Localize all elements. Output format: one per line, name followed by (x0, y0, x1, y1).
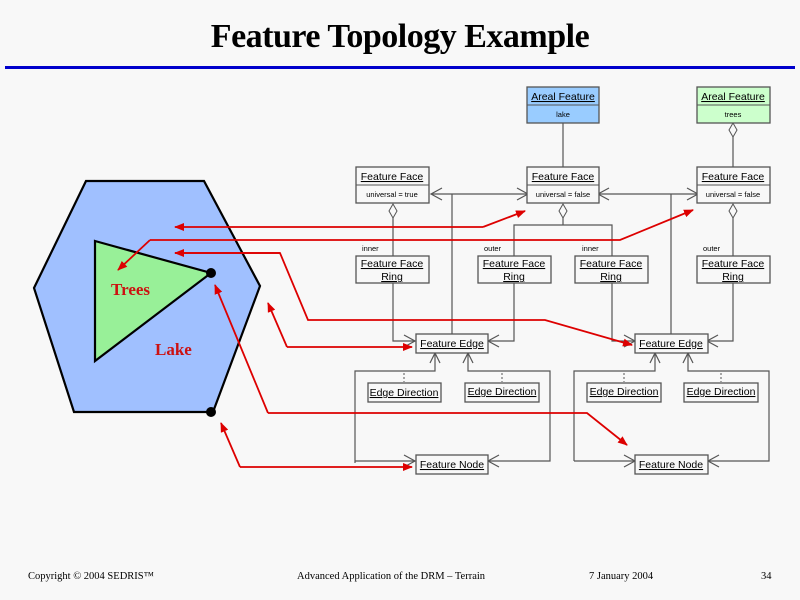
arrow-trees-face (150, 209, 694, 241)
slide-title: Feature Topology Example (210, 18, 590, 55)
ring-3-line2: Ring (600, 271, 622, 283)
trees-label: Trees (111, 280, 150, 299)
feature-edge-right[interactable]: Feature Edge (634, 333, 709, 354)
feature-face-lake-name: Feature Face (532, 171, 595, 183)
feature-face-ring-4[interactable]: outer Feature Face Ring (696, 244, 771, 284)
ring-2-line2: Ring (503, 271, 525, 283)
feature-face-ring-2[interactable]: outer Feature Face Ring (477, 244, 552, 284)
feature-face-trees-attr: universal = false (706, 190, 760, 199)
feature-face-trees-name: Feature Face (702, 171, 765, 183)
feature-face-ring-3[interactable]: inner Feature Face Ring (574, 244, 649, 284)
edge-direction-4[interactable]: Edge Direction (683, 382, 759, 403)
feature-face-trees[interactable]: Feature Face universal = false (696, 166, 771, 204)
footer-course: Advanced Application of the DRM – Terrai… (297, 571, 486, 582)
ring-4-line2: Ring (722, 271, 744, 283)
edge-direction-3-label: Edge Direction (590, 386, 659, 398)
ring-role-2: outer (484, 244, 502, 253)
ring-2-line1: Feature Face (483, 258, 546, 270)
edge-direction-4-label: Edge Direction (687, 386, 756, 398)
edge-direction-2[interactable]: Edge Direction (464, 382, 540, 403)
feature-face-universal-name: Feature Face (361, 171, 424, 183)
ring-4-line1: Feature Face (702, 258, 765, 270)
feature-edge-right-label: Feature Edge (639, 338, 703, 350)
reference-arrows (117, 209, 694, 471)
ring-1-line1: Feature Face (361, 258, 424, 270)
ring-role-1: inner (362, 244, 379, 253)
footer-copyright: Copyright © 2004 SEDRIS™ (28, 571, 154, 582)
feature-face-lake-attr: universal = false (536, 190, 590, 199)
footer-date: 7 January 2004 (589, 571, 654, 582)
ring-3-line1: Feature Face (580, 258, 643, 270)
edge-direction-1[interactable]: Edge Direction (367, 382, 442, 403)
arrow-right-node (268, 412, 628, 446)
areal-feature-lake-attr: lake (556, 110, 570, 119)
feature-face-lake[interactable]: Feature Face universal = false (526, 166, 600, 204)
edge-direction-3[interactable]: Edge Direction (586, 382, 662, 403)
feature-node-right-label: Feature Node (639, 459, 703, 471)
areal-feature-trees[interactable]: Areal Feature trees (696, 86, 771, 124)
trees-triangle (93, 239, 214, 364)
areal-feature-trees-name: Areal Feature (701, 91, 765, 103)
terrain-illustration: Trees Lake (32, 179, 262, 417)
lake-label: Lake (155, 340, 192, 359)
areal-feature-trees-attr: trees (725, 110, 742, 119)
feature-node-right[interactable]: Feature Node (634, 454, 709, 475)
title-rule (5, 66, 795, 69)
ring-role-3: inner (582, 244, 599, 253)
lake-node-dot (206, 407, 216, 417)
feature-edge-left-label: Feature Edge (420, 338, 484, 350)
areal-feature-lake[interactable]: Areal Feature lake (526, 86, 600, 124)
shared-node-dot (206, 268, 216, 278)
feature-face-ring-1[interactable]: inner Feature Face Ring (355, 244, 430, 284)
footer-page-number: 34 (761, 571, 772, 582)
feature-node-left-label: Feature Node (420, 459, 484, 471)
edge-direction-2-label: Edge Direction (468, 386, 537, 398)
ring-1-line2: Ring (381, 271, 403, 283)
edge-direction-1-label: Edge Direction (370, 387, 439, 399)
areal-feature-lake-name: Areal Feature (531, 91, 595, 103)
feature-face-universal[interactable]: Feature Face universal = true (355, 166, 430, 204)
ring-role-4: outer (703, 244, 721, 253)
feature-edge-left[interactable]: Feature Edge (415, 333, 489, 354)
feature-face-universal-attr: universal = true (366, 190, 418, 199)
feature-node-left[interactable]: Feature Node (415, 454, 489, 475)
